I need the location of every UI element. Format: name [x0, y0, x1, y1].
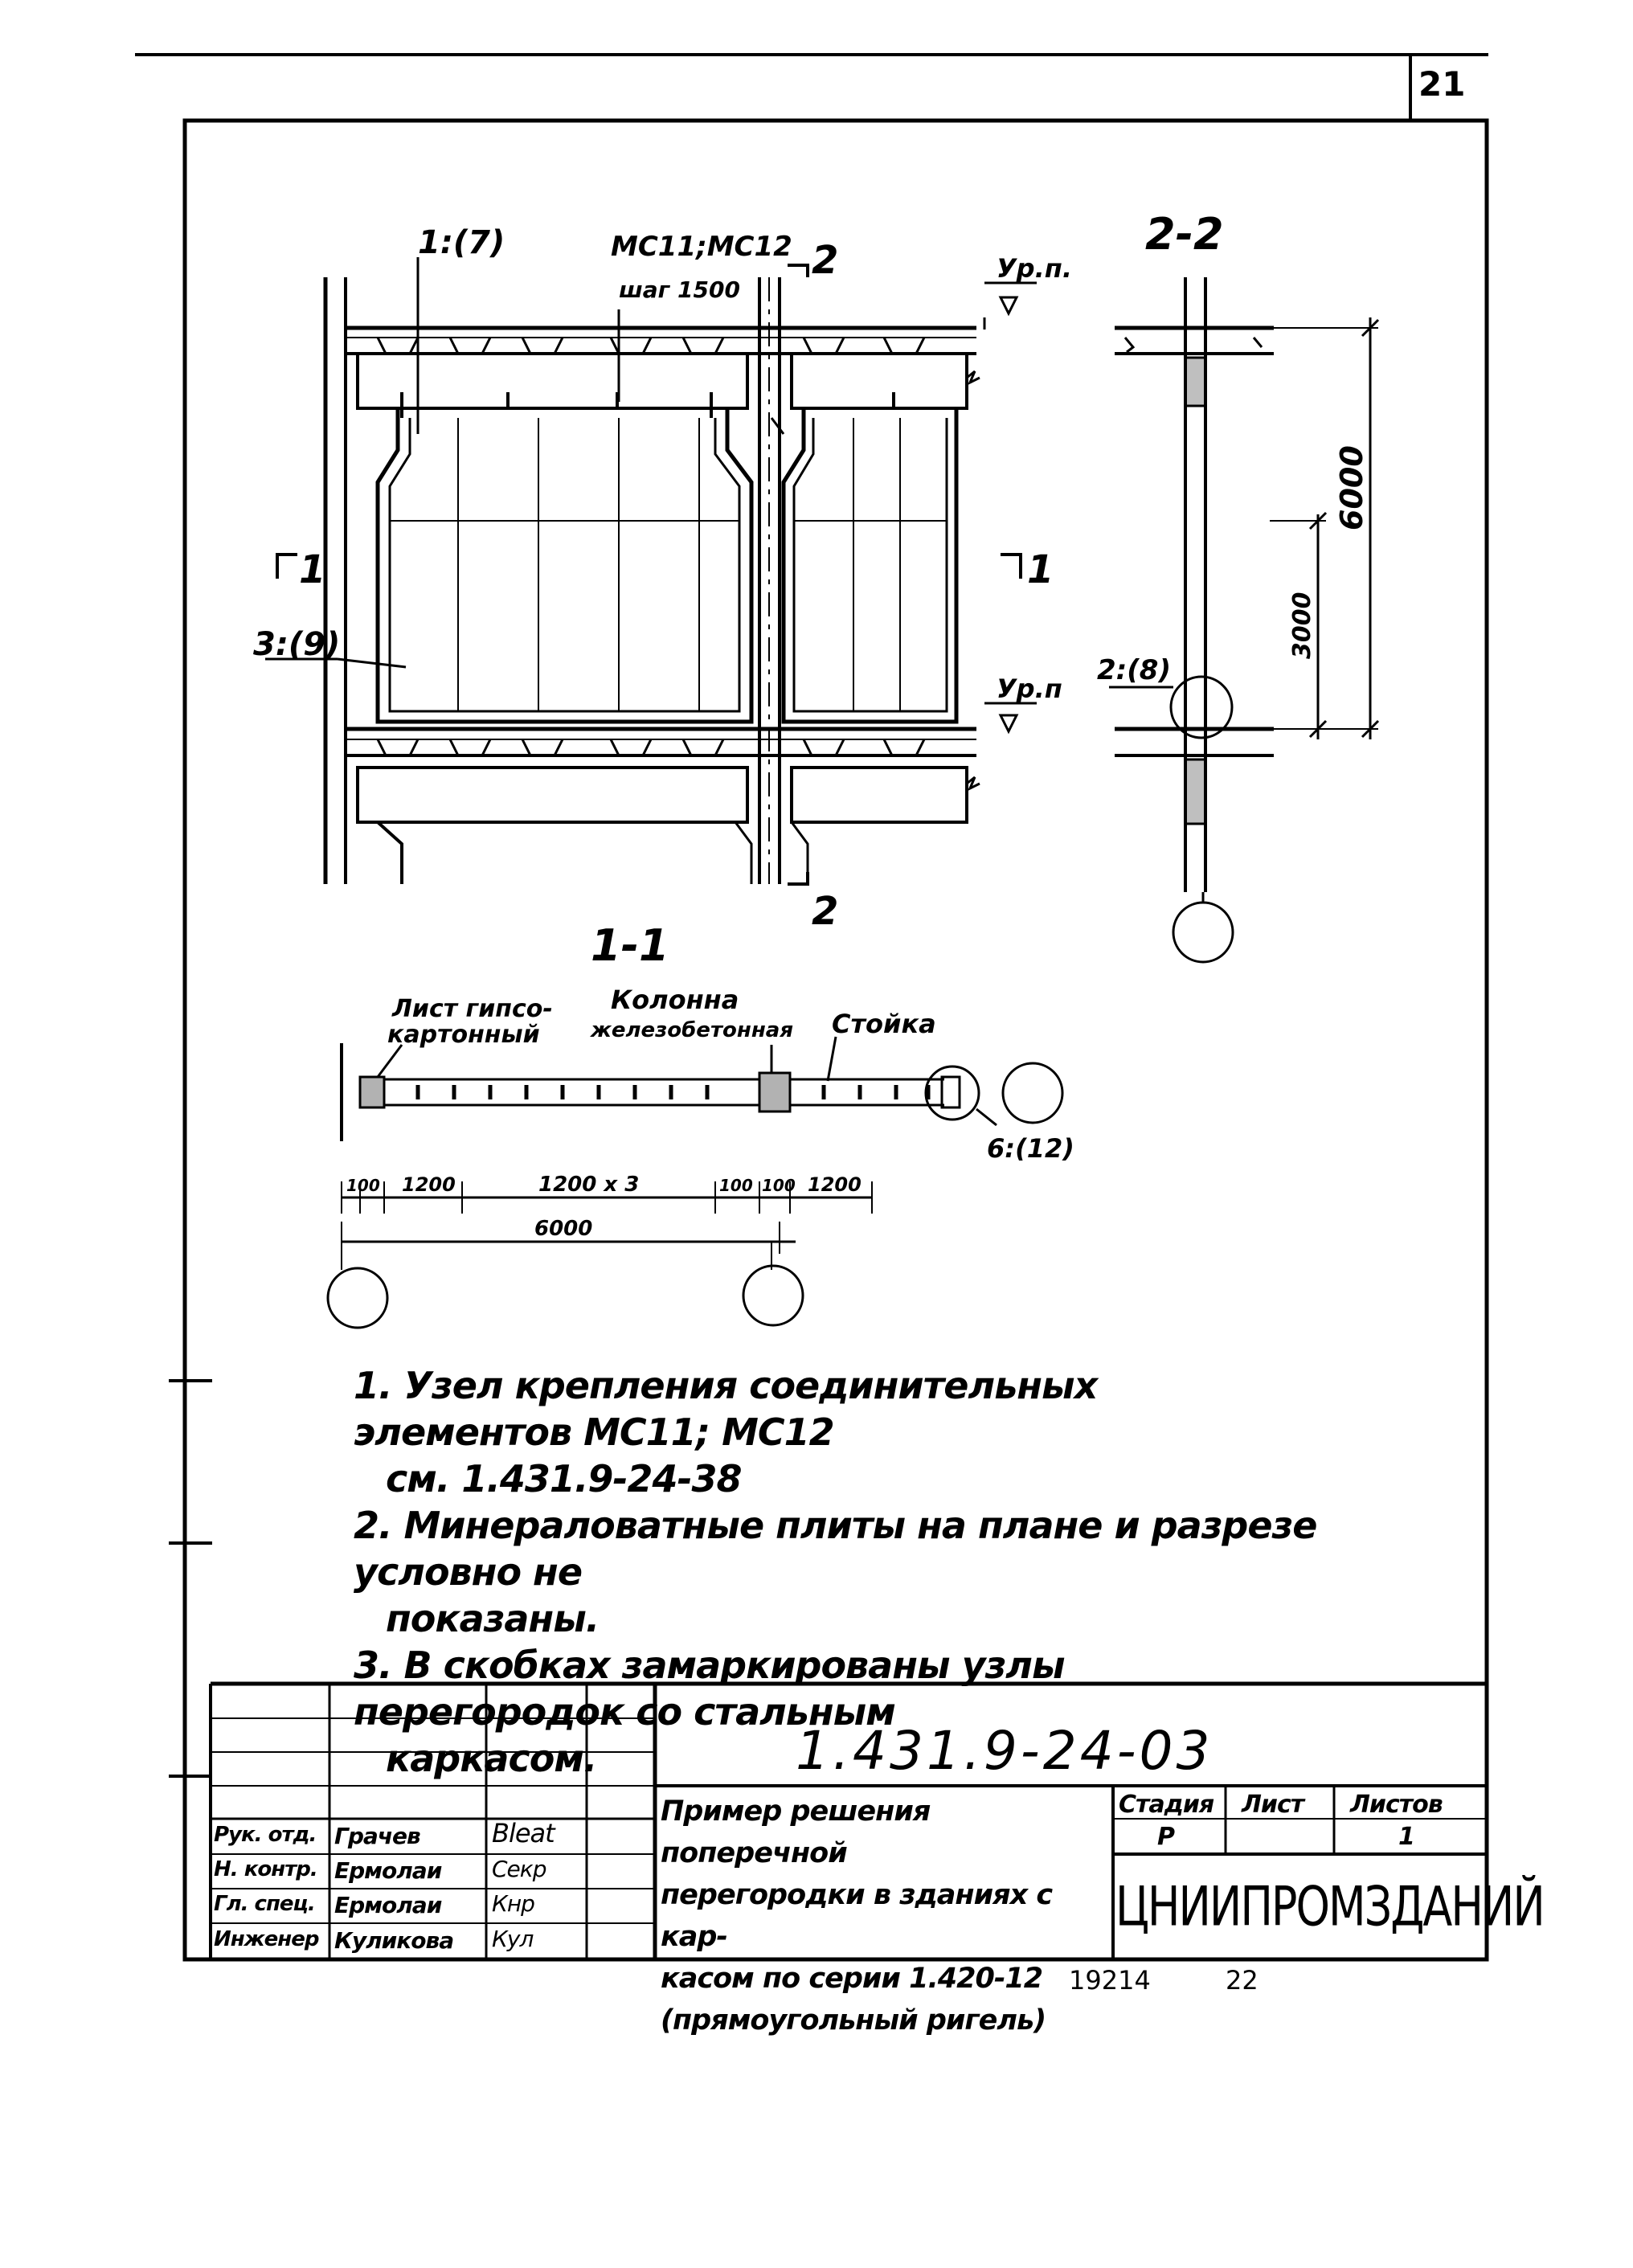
staff-role: Инженер — [214, 1927, 319, 1951]
document-code: 1.431.9-24-03 — [796, 1720, 1213, 1782]
sheet-header: Лист — [1242, 1791, 1304, 1819]
note-line: 2. Минераловатные плиты на плане и разре… — [354, 1504, 1317, 1594]
staff-role: Рук. отд. — [214, 1823, 317, 1847]
post-label: Стойка — [832, 1009, 936, 1039]
column-label-line-2: железобетонная — [590, 1018, 793, 1042]
dim-1200-a: 1200 — [402, 1173, 456, 1196]
section-2-2-title: 2-2 — [1145, 209, 1224, 260]
dim-1200x3: 1200 х 3 — [538, 1173, 639, 1197]
sheet-label-line-2: картонный — [387, 1021, 540, 1049]
section-2-2-view — [1109, 277, 1380, 964]
dim-mid-small-2: 100 — [762, 1176, 796, 1195]
staff-role: Гл. спец. — [214, 1892, 316, 1916]
title-line: касом по серии 1.420-12 — [661, 1963, 1043, 1995]
note-line: 3. В скобках замаркированы узлы перегоро… — [354, 1644, 1066, 1734]
inventory-number: 19214 — [1069, 1965, 1151, 1996]
section-1-1-title: 1-1 — [591, 920, 669, 971]
sheet-label-line-1: Лист гипсо- — [391, 995, 553, 1023]
title-line: (прямоугольный ригель) — [661, 2004, 1046, 2037]
sheet-number: 21 — [1418, 64, 1466, 104]
mc-step-label: шаг 1500 — [619, 276, 740, 303]
cut-2-bottom-label: 2 — [812, 889, 838, 934]
staff-name: Ермолаи — [334, 1892, 442, 1918]
title-line: Пример решения поперечной — [661, 1795, 931, 1869]
mc-elements-label: МС11;МС12 — [611, 231, 792, 263]
dim-3000-label: 3000 — [1288, 592, 1316, 660]
axis-marker-circle — [742, 1264, 804, 1327]
page-number: 22 — [1226, 1965, 1259, 1996]
cut-2-top-label: 2 — [812, 238, 838, 283]
staff-signature: Кул — [492, 1926, 534, 1952]
dim-6000-label: 6000 — [1334, 445, 1369, 530]
sheets-value: 1 — [1398, 1823, 1415, 1851]
column-label-line-1: Колонна — [611, 985, 739, 1015]
title-block-grid — [209, 1681, 1487, 1962]
axis-marker-circle — [1172, 901, 1234, 964]
staff-signature: Кнр — [492, 1890, 535, 1917]
axis-marker-circle — [326, 1267, 389, 1329]
sheets-header: Листов — [1350, 1791, 1443, 1819]
level-bottom-label: Ур.п — [997, 673, 1062, 704]
dim-total: 6000 — [534, 1217, 592, 1241]
dim-mid-small-1: 100 — [719, 1176, 753, 1195]
title-line: перегородки в зданиях с кар- — [661, 1879, 1053, 1953]
dim-1200-b: 1200 — [808, 1173, 862, 1196]
note-line: см. 1.431.9-24-38 — [386, 1457, 743, 1500]
staff-name: Ермолаи — [334, 1857, 442, 1884]
drawing-title: Пример решения поперечной перегородки в … — [661, 1791, 1111, 2041]
staff-signature: Bleat — [492, 1818, 555, 1848]
section-1-1-view — [326, 1036, 1064, 1329]
elevation-view — [265, 257, 1037, 886]
staff-name: Грачев — [334, 1823, 421, 1849]
staff-signature: Секр — [492, 1856, 546, 1882]
organization-name: ЦНИИПРОМЗДАНИЙ — [1115, 1875, 1545, 1938]
stage-value: Р — [1157, 1823, 1175, 1851]
staff-name: Куликова — [334, 1927, 454, 1954]
note-line: 1. Узел крепления соединительных элемент… — [354, 1364, 1098, 1454]
cut-1-left-label: 1 — [299, 547, 325, 592]
note-line: показаны. — [386, 1597, 600, 1640]
staff-role: Н. контр. — [214, 1857, 318, 1881]
note-line: каркасом. — [386, 1737, 597, 1780]
node-3-label: 3:(9) — [253, 626, 340, 663]
dim-left-small: 100 — [346, 1176, 380, 1195]
node-1-label: 1:(7) — [418, 224, 505, 261]
stage-header: Стадия — [1119, 1791, 1214, 1819]
node-6-label: 6:(12) — [987, 1133, 1074, 1164]
notes-block: 1. Узел крепления соединительных элемент… — [354, 1362, 1318, 1782]
cut-1-right-label: 1 — [1027, 547, 1054, 592]
node-2-label: 2:(8) — [1097, 654, 1171, 686]
level-top-label: Ур.п. — [997, 253, 1072, 284]
